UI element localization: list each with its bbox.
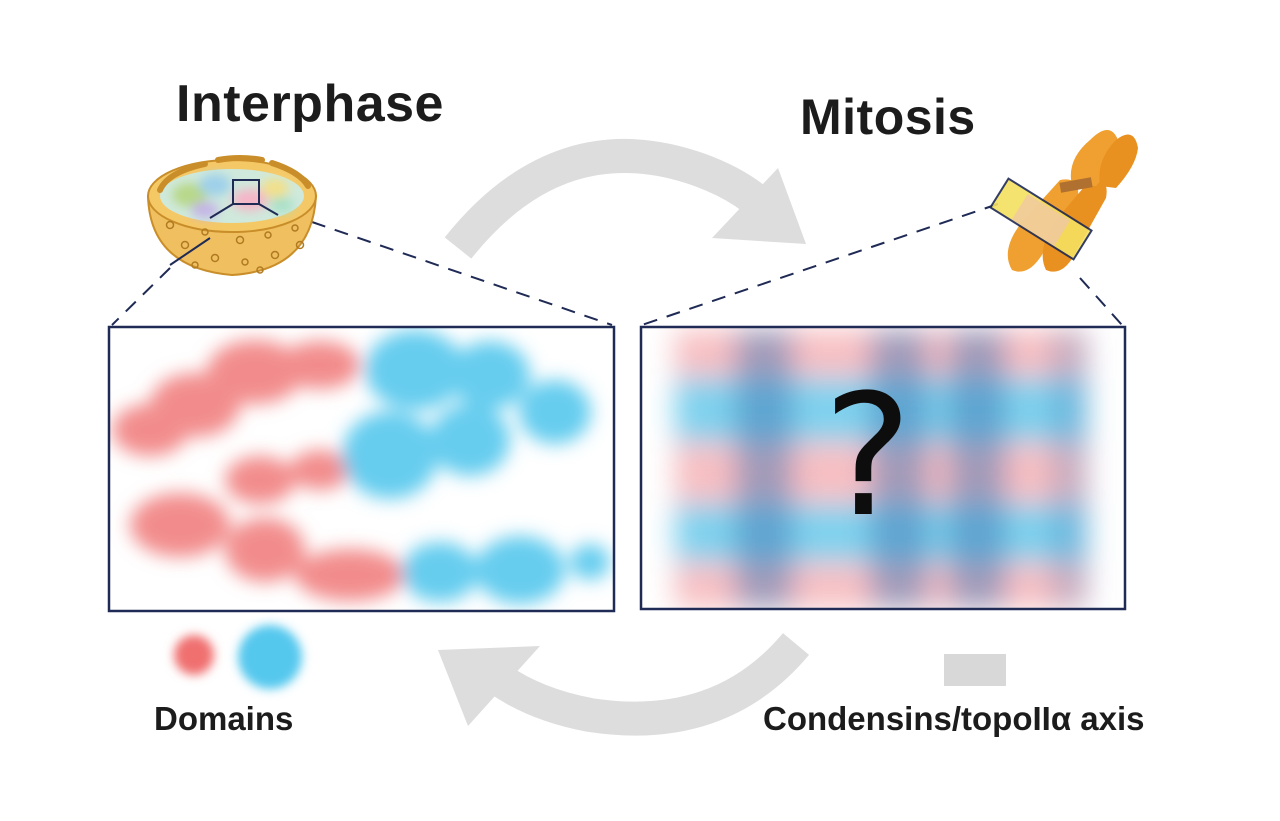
legend-domains-label: Domains bbox=[154, 700, 294, 737]
interphase-domains bbox=[112, 330, 610, 604]
question-mark: ? bbox=[823, 358, 913, 554]
mitosis-pattern bbox=[675, 330, 1090, 608]
legend-axis-swatch bbox=[944, 654, 1006, 686]
legend-domain-swatches bbox=[174, 625, 302, 689]
zoom-lines bbox=[111, 203, 1123, 326]
mitosis-panel bbox=[639, 325, 1127, 611]
nucleus-icon bbox=[146, 155, 318, 277]
legend-red-domain bbox=[174, 635, 214, 675]
interphase-panel bbox=[107, 325, 616, 613]
curved-arrow-top bbox=[444, 138, 806, 259]
interphase-title: Interphase bbox=[176, 75, 444, 133]
legend-axis-label: Condensins/topoIIα axis bbox=[763, 700, 1145, 737]
mitosis-frame bbox=[639, 325, 1127, 611]
mitosis-title: Mitosis bbox=[800, 89, 976, 145]
legend-blue-domain bbox=[238, 625, 302, 689]
curved-arrow-bottom bbox=[438, 632, 810, 736]
interphase-frame bbox=[107, 325, 616, 613]
chromosome-icon bbox=[989, 130, 1138, 272]
